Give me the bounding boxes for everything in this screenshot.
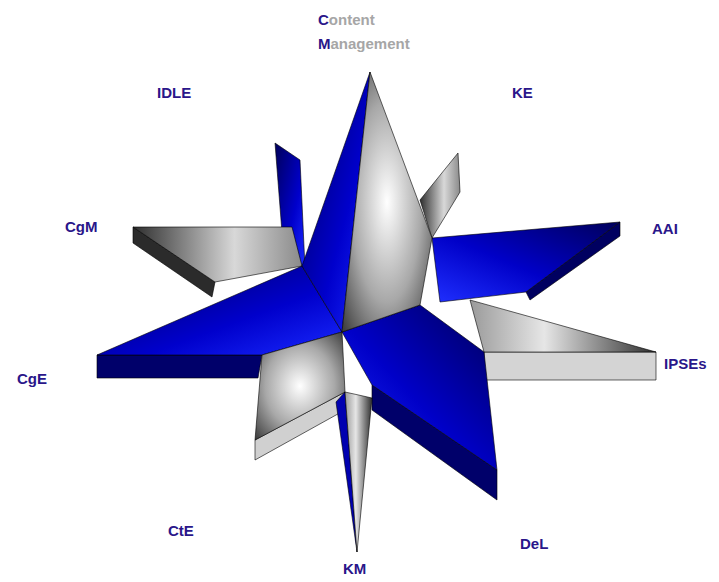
diagram-label: Content [318,12,375,27]
star-facet [432,222,620,302]
star-facet [133,227,302,282]
star-facet [470,300,656,352]
diagram-label: AAI [652,221,678,236]
diagram-label: IPSEs [664,356,707,371]
diagram-label: KM [343,561,366,576]
diagram-label: Management [318,36,410,51]
diagram-label: CtE [168,523,194,538]
star-facet [345,392,372,552]
diagram-label: CgE [17,371,47,386]
diagram-label: IDLE [157,85,191,100]
diagram-label: DeL [520,536,548,551]
diagram-label: CgM [65,219,98,234]
star-facet [97,266,342,355]
star-facet [342,72,432,332]
star-facet [97,355,262,378]
star-facet [255,332,345,440]
star-facet [484,352,656,380]
diagram-label: KE [512,85,533,100]
